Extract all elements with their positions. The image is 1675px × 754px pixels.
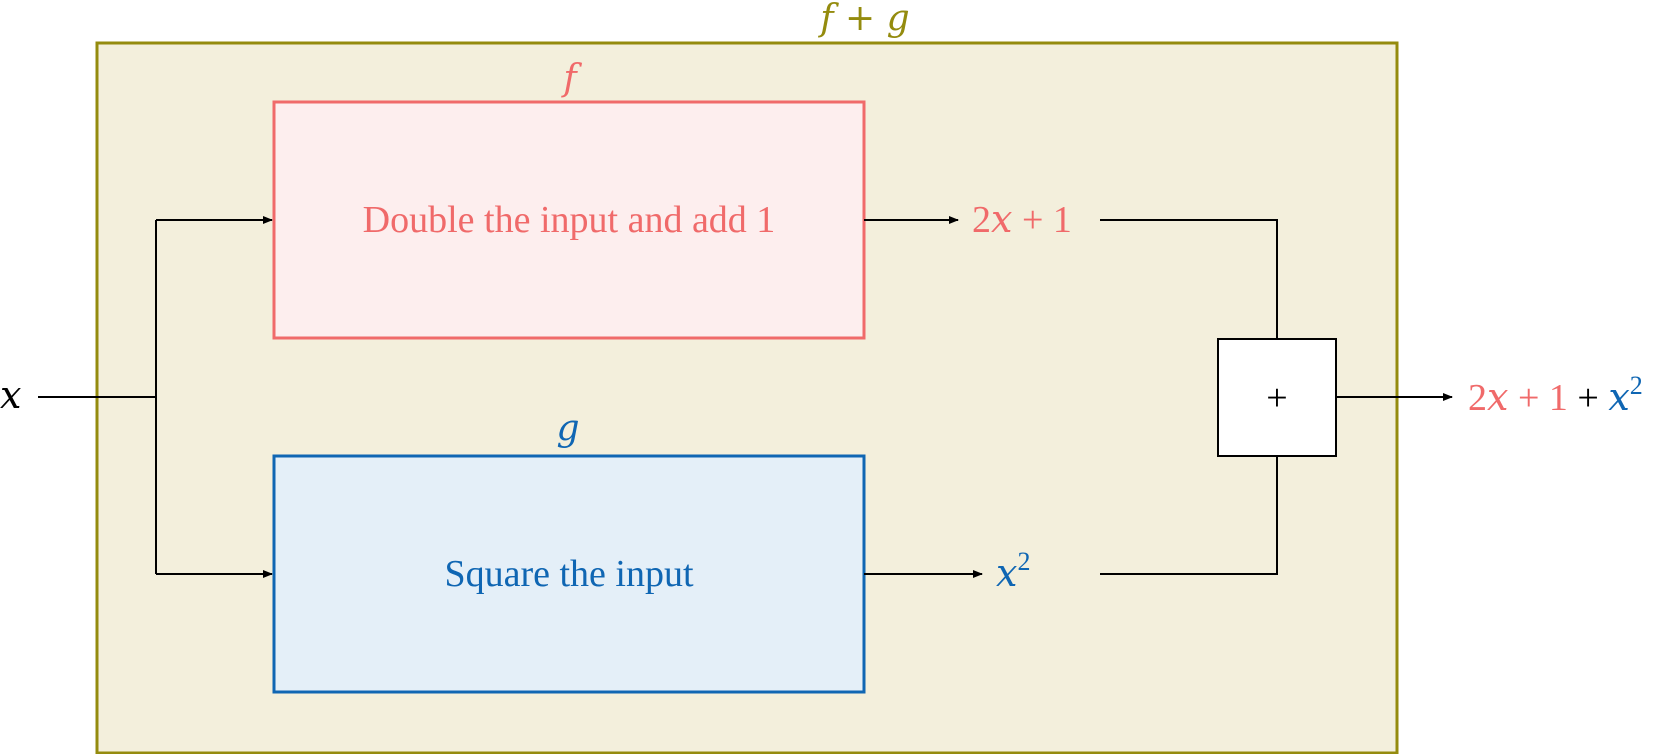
g-output-expression: x2 [996,547,1030,595]
result-f-rest: + 1 [1508,377,1567,419]
sum-node [1217,338,1337,457]
f-to-sum-line [1100,219,1278,339]
f-output-coef: 2 [972,199,991,241]
input-label: x [0,373,21,417]
g-output-exp: 2 [1017,547,1030,576]
result-f-var: x [1487,375,1508,419]
result-plus: + [1568,377,1608,419]
f-output-expression: 2x + 1 [972,197,1072,241]
g-label: g [556,408,579,449]
result-expression: 2x + 1 + x2 [1468,371,1643,419]
result-g-exp: 2 [1630,371,1643,400]
f-block-text: Double the input and add 1 [363,199,776,241]
outer-label: f + g [817,0,909,39]
result-g-var: x [1608,375,1629,419]
g-block-text: Square the input [444,553,694,595]
sum-symbol: + [1266,377,1287,419]
f-output-var: x [991,197,1012,241]
g-to-sum-line [1100,456,1278,575]
f-block [272,100,866,340]
result-f-coef: 2 [1468,377,1487,419]
g-output-var: x [996,551,1017,595]
f-output-rest: + 1 [1012,199,1071,241]
